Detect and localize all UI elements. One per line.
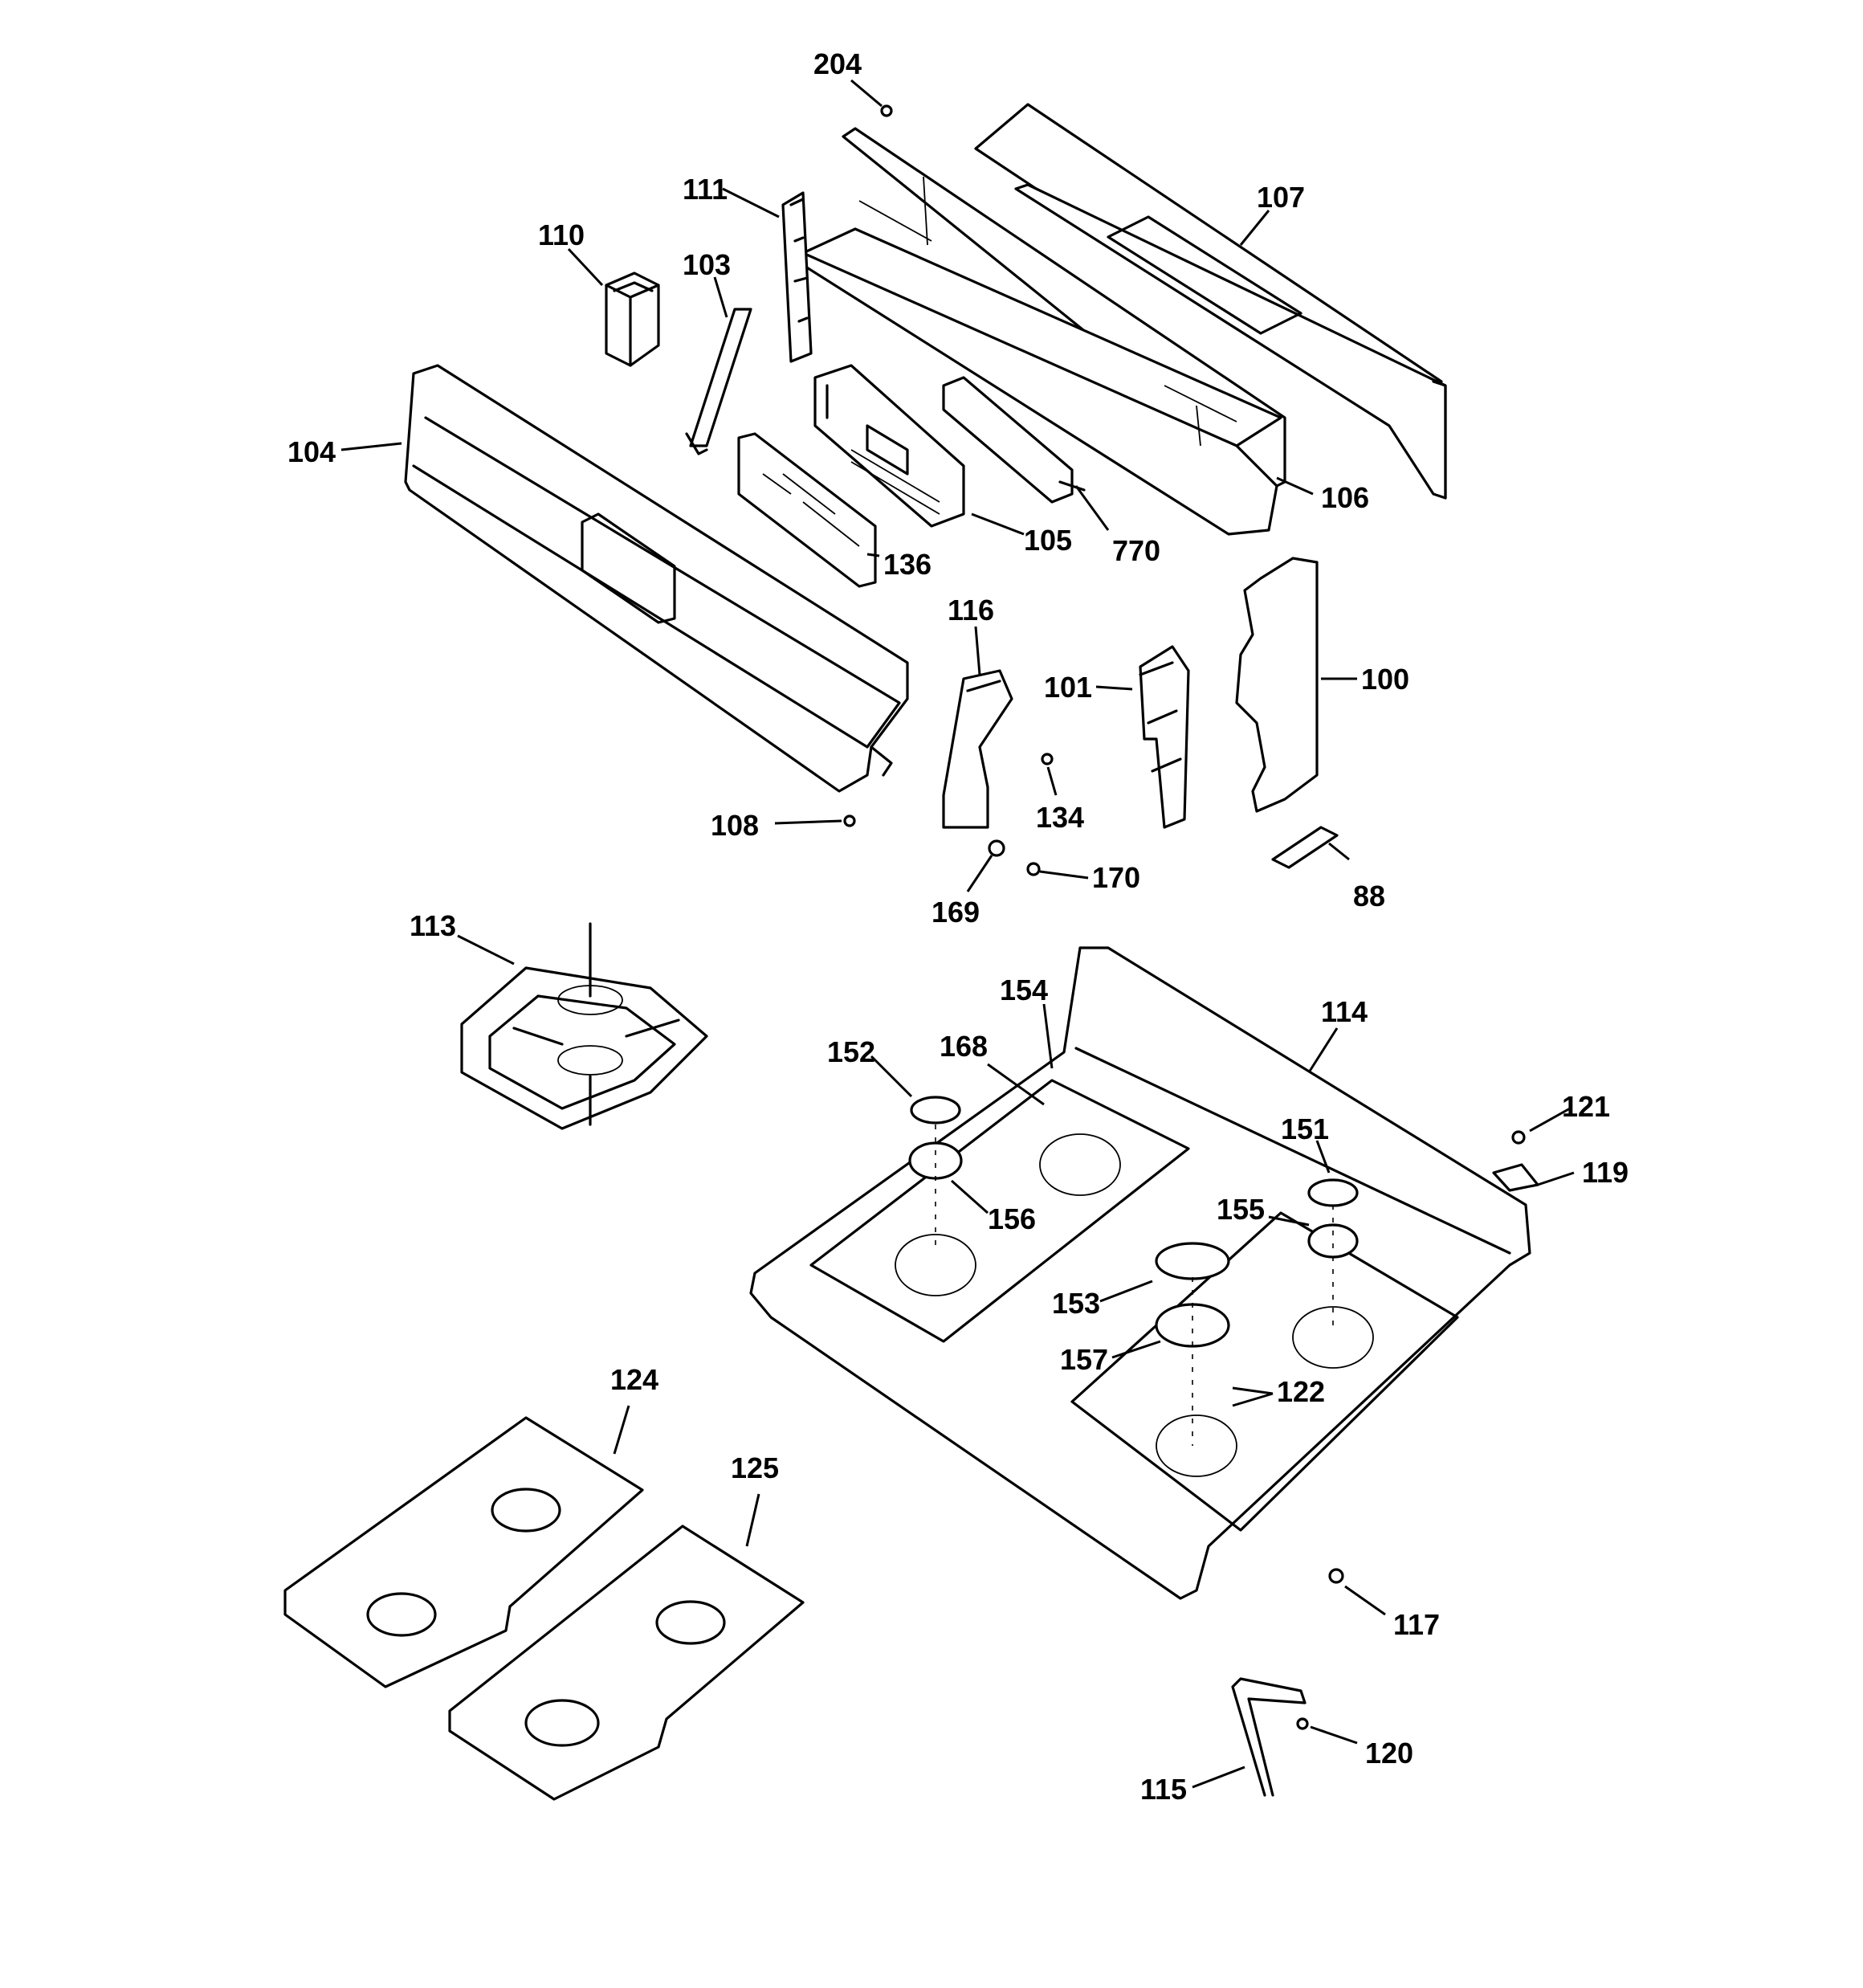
label-88: 88: [1353, 880, 1385, 912]
label-168: 168: [940, 1030, 988, 1063]
label-155: 155: [1217, 1193, 1265, 1226]
label-103: 103: [683, 248, 731, 281]
part-116-handle-bracket: [942, 669, 1013, 829]
label-105: 105: [1024, 524, 1072, 557]
label-136: 136: [883, 548, 932, 581]
part-111-side-bracket: [781, 191, 813, 363]
part-114-cooktop: [749, 946, 1531, 1600]
part-101-bracket: [1139, 645, 1190, 829]
leader-lines: [340, 79, 1575, 1789]
label-152: 152: [827, 1035, 875, 1068]
label-116: 116: [948, 594, 994, 627]
part-119-bracket: [1492, 1163, 1539, 1192]
part-105-control-board: [813, 364, 965, 528]
label-106: 106: [1321, 481, 1369, 514]
part-124-drip-pan: [283, 1416, 644, 1688]
label-770: 770: [1112, 534, 1160, 567]
label-107: 107: [1257, 181, 1305, 214]
label-104: 104: [287, 435, 336, 468]
part-107-rear-top-cover: [974, 103, 1447, 500]
label-124: 124: [610, 1363, 658, 1396]
part-110-switch: [605, 271, 660, 367]
part-770-circuit-board: [942, 376, 1086, 504]
label-119: 119: [1582, 1156, 1629, 1189]
label-115: 115: [1140, 1773, 1187, 1806]
label-100: 100: [1361, 663, 1409, 696]
callout-labels: 204 107 111 110 103 104 106 105 770 136 …: [287, 47, 1629, 1806]
label-120: 120: [1365, 1737, 1413, 1770]
label-169: 169: [932, 896, 980, 929]
label-156: 156: [988, 1202, 1036, 1235]
label-151: 151: [1281, 1112, 1329, 1145]
label-204: 204: [813, 47, 862, 80]
part-104-control-panel: [404, 364, 909, 793]
label-122: 122: [1277, 1375, 1325, 1408]
part-106-backguard: [801, 127, 1286, 536]
part-103-bracket: [685, 308, 752, 455]
part-125-drip-pan: [448, 1525, 805, 1801]
label-170: 170: [1092, 861, 1140, 894]
label-153: 153: [1052, 1287, 1100, 1320]
part-115-rod: [1231, 1677, 1307, 1797]
label-154: 154: [1000, 974, 1048, 1006]
label-157: 157: [1060, 1343, 1108, 1376]
label-117: 117: [1393, 1608, 1440, 1641]
part-100-side-panel: [1235, 557, 1319, 813]
label-110: 110: [538, 218, 585, 251]
label-108: 108: [711, 809, 759, 842]
label-121: 121: [1562, 1090, 1610, 1123]
label-125: 125: [731, 1451, 779, 1484]
label-134: 134: [1036, 801, 1084, 834]
part-113-grate: [460, 922, 708, 1130]
label-113: 113: [410, 909, 456, 942]
label-114: 114: [1321, 995, 1368, 1028]
label-101: 101: [1044, 671, 1092, 704]
label-111: 111: [683, 173, 728, 206]
part-136-touchpad: [737, 432, 877, 588]
part-88-spacer: [1271, 826, 1339, 869]
